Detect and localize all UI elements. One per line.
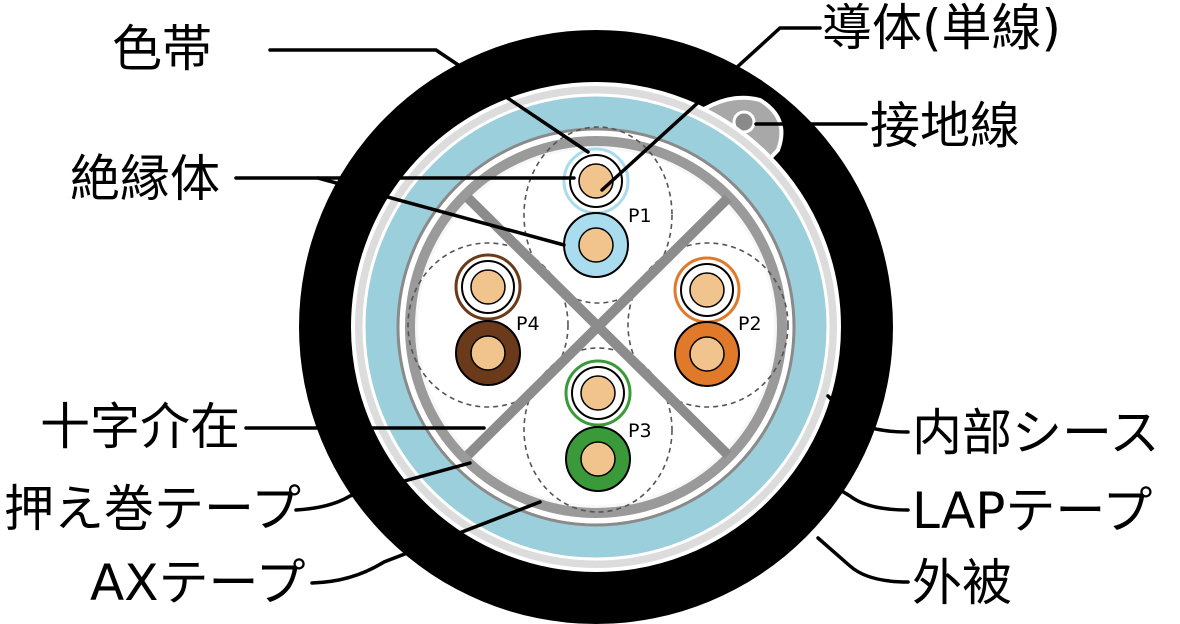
- p2-wire-b-conductor: [689, 336, 725, 372]
- pair-p3-outline: [523, 347, 673, 513]
- leader-color-band: [268, 48, 590, 154]
- leader-lap-tape: [798, 464, 910, 512]
- leader-insulator-b: [316, 176, 566, 247]
- pair-label-p4: P4: [516, 313, 540, 335]
- label-cross-spacer: 十字介在: [40, 398, 240, 456]
- leader-conductor: [600, 26, 822, 192]
- leader-ax-tape: [310, 500, 542, 585]
- pair-p2: [673, 256, 741, 387]
- pair-label-p1: P1: [628, 205, 652, 227]
- label-lap-tape: LAPテープ: [912, 482, 1152, 540]
- pair-p1: [562, 147, 630, 278]
- p3-wire-a-conductor: [580, 375, 616, 411]
- p4-wire-a-conductor: [470, 269, 506, 305]
- pair-p2-outline: [627, 242, 789, 408]
- pair-outlines: [407, 126, 789, 513]
- label-inner-sheath: 内部シース: [912, 404, 1160, 462]
- p3-wire-b-conductor: [580, 441, 616, 477]
- leader-lines: [234, 26, 910, 585]
- leader-outer-jacket: [816, 536, 910, 584]
- pair-p4: [454, 253, 522, 386]
- label-ax-tape: AXテープ: [90, 554, 305, 612]
- label-binding-tape: 押え巻テープ: [4, 480, 301, 538]
- pair-p3: [564, 359, 632, 492]
- pair-p1-outline: [523, 126, 673, 304]
- pair-label-p3: P3: [628, 420, 652, 442]
- p1-wire-b-conductor: [578, 227, 614, 263]
- label-insulator: 絶縁体: [70, 150, 220, 208]
- label-outer-jacket: 外被: [912, 554, 1012, 612]
- label-color-band: 色帯: [112, 20, 212, 78]
- p2-wire-a-conductor: [689, 272, 725, 308]
- p1-wire-a-conductor: [578, 163, 614, 199]
- leader-inner-sheath: [826, 394, 910, 434]
- cross-spacer: [464, 194, 732, 459]
- leader-binding-tape: [294, 461, 472, 512]
- label-ground-wire: 接地線: [870, 97, 1020, 155]
- p4-wire-b-conductor: [470, 335, 506, 371]
- pair-p4-outline: [407, 242, 569, 408]
- label-conductor: 導体(単線): [822, 0, 1061, 57]
- pair-label-p2: P2: [738, 313, 762, 335]
